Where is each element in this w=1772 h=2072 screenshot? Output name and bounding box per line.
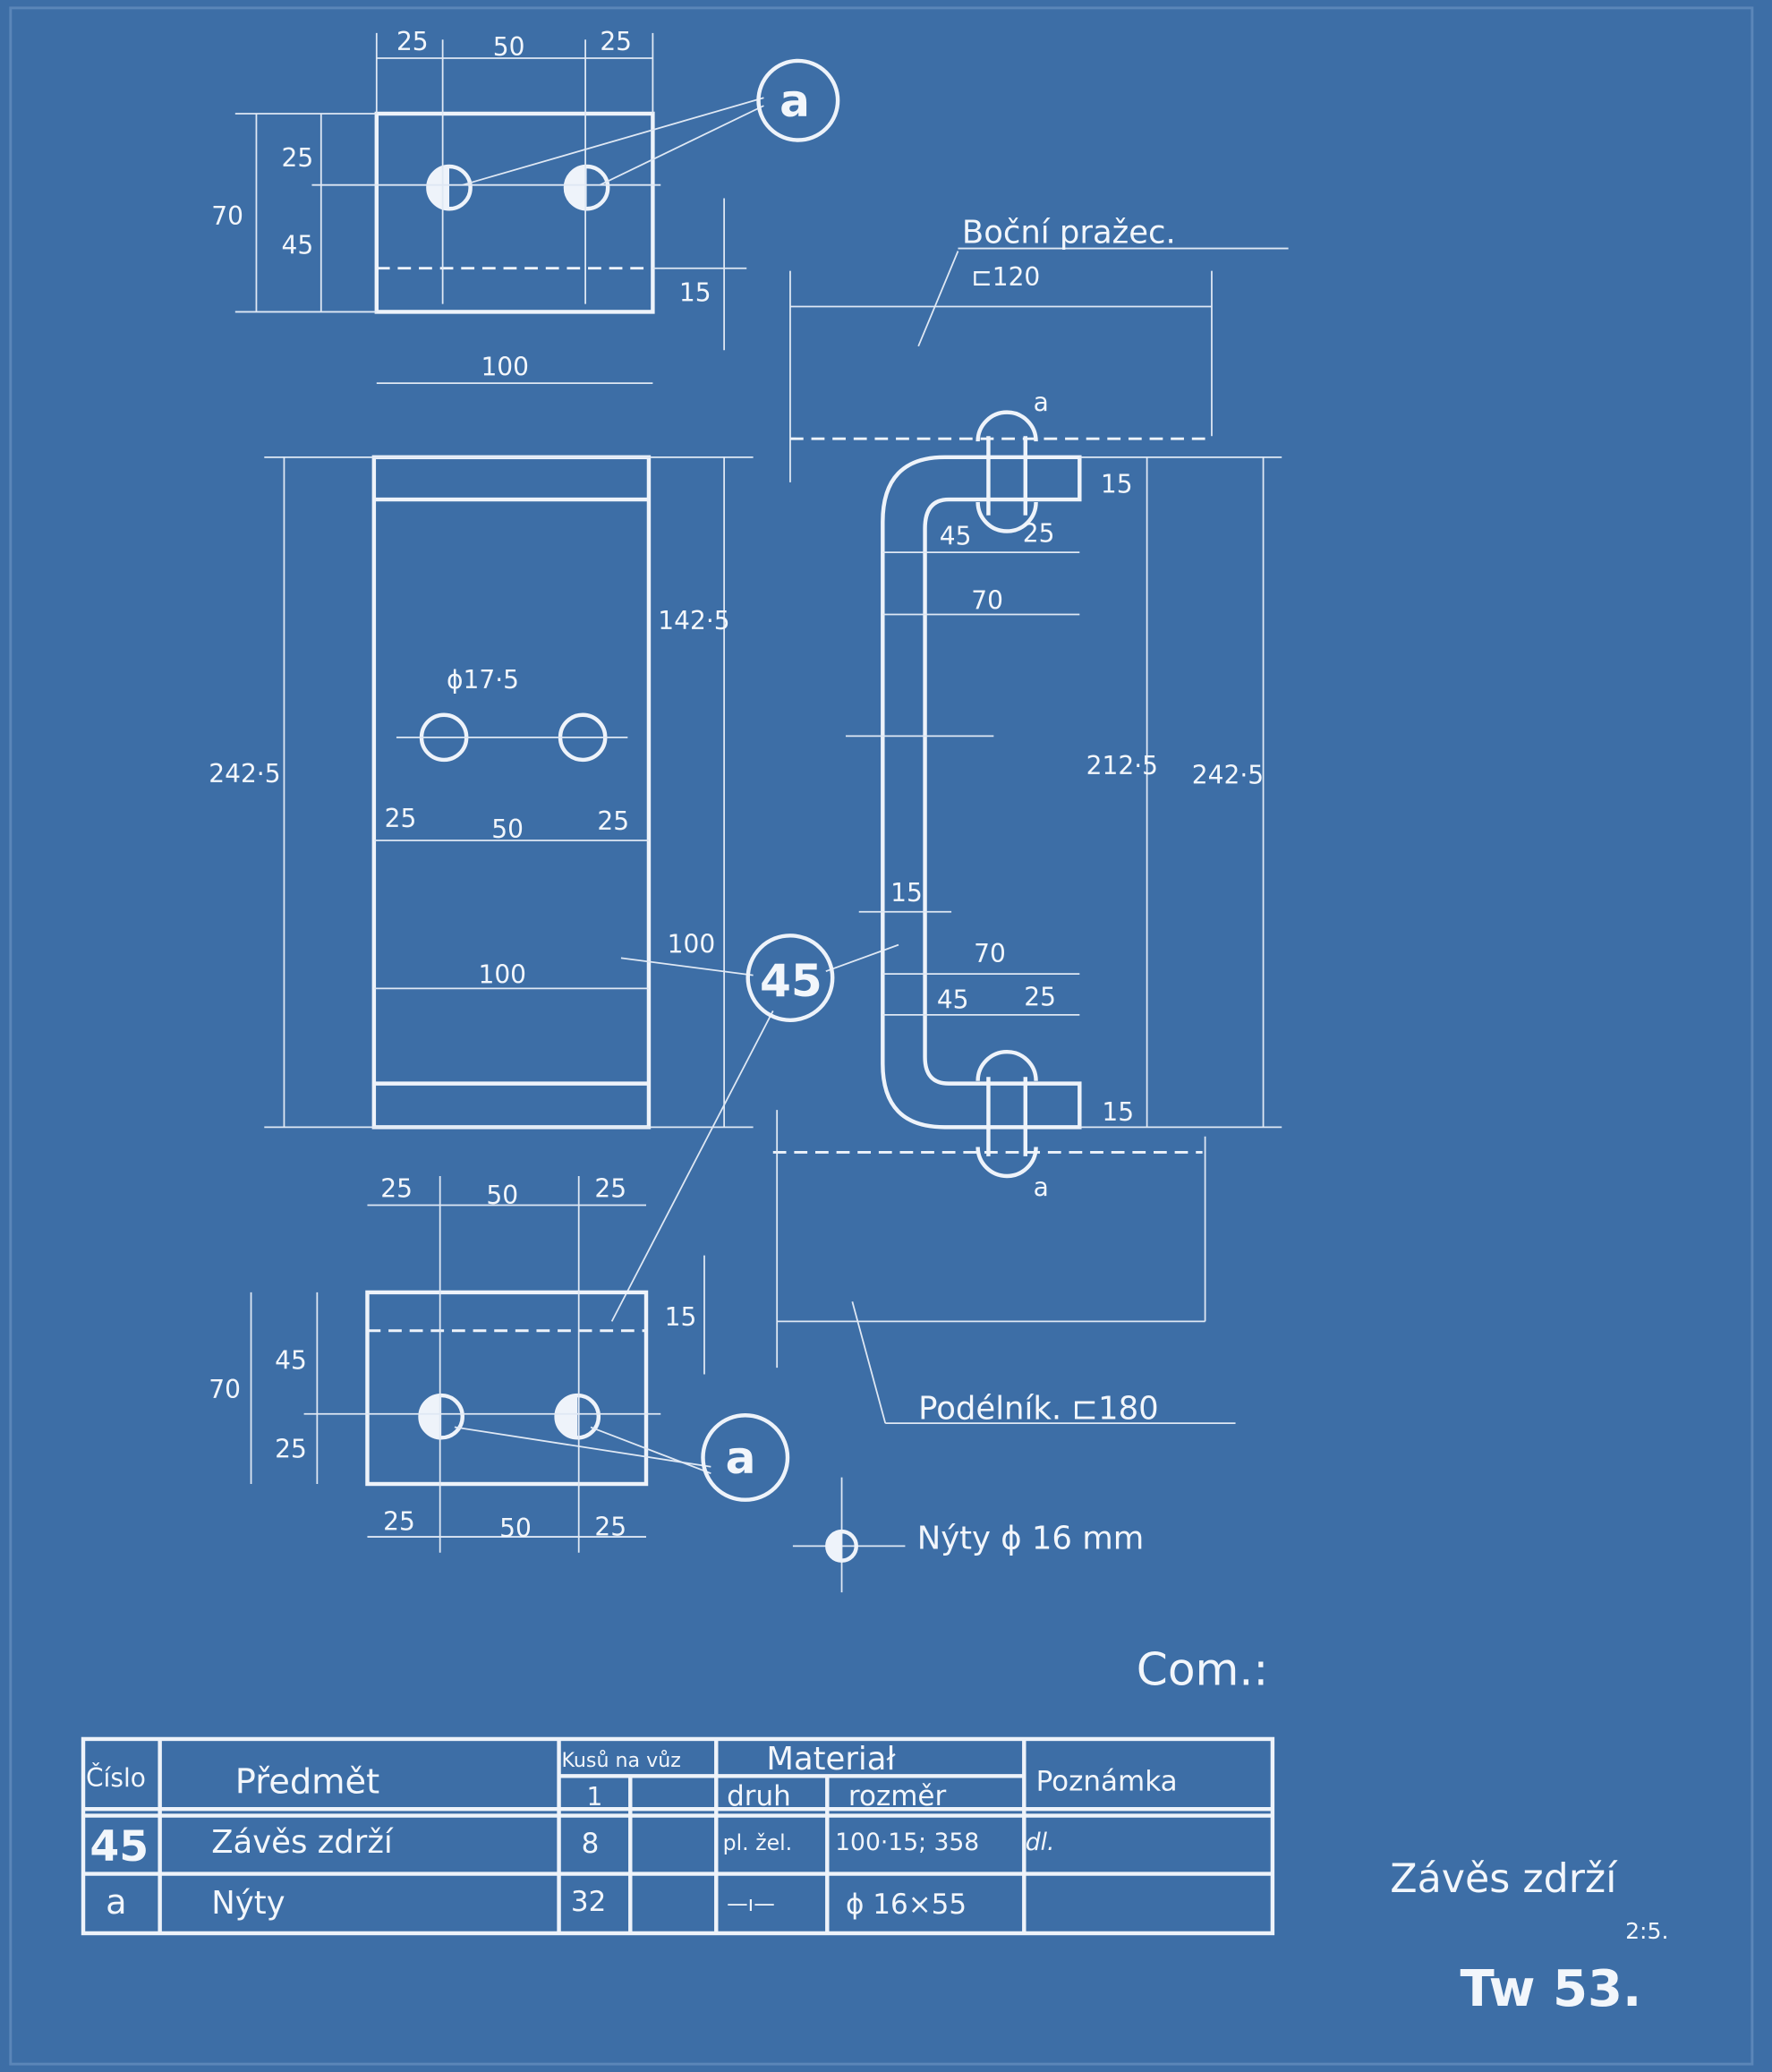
cell-kind: —ı— xyxy=(727,1891,775,1916)
cell-size: ϕ 16×55 xyxy=(846,1889,967,1921)
dim-label: 50 xyxy=(486,1181,518,1210)
dim-label: 142·5 xyxy=(658,606,729,635)
dim-label: 242·5 xyxy=(209,759,280,789)
cell-size: 100·15; 358 xyxy=(835,1829,979,1856)
header-number: Číslo xyxy=(86,1762,146,1793)
header-qty: Kusů na vůz xyxy=(562,1748,681,1772)
dim-label: 15 xyxy=(679,278,711,308)
header-material: Materiał xyxy=(766,1741,896,1778)
header-item: Předmět xyxy=(235,1761,379,1802)
callout-label: a xyxy=(780,74,810,127)
header-note: Poznámka xyxy=(1036,1766,1178,1798)
parts-table: Číslo Předmět Kusů na vůz 1 Materiał dru… xyxy=(81,1736,1275,1936)
dim-label: 70 xyxy=(971,586,1003,616)
callout-bubble xyxy=(756,58,840,142)
cell-number: 45 xyxy=(89,1822,149,1872)
rivet-head xyxy=(975,1147,1038,1179)
dim-label: 70 xyxy=(211,201,243,231)
dim-label: 25 xyxy=(380,1174,413,1204)
channel-profile xyxy=(881,455,1082,1130)
callout-label: 45 xyxy=(760,954,822,1007)
rivet-label: a xyxy=(1034,1172,1049,1202)
dim-label: 25 xyxy=(275,1434,307,1463)
dim-label: 25 xyxy=(597,806,629,836)
dim-label: 50 xyxy=(499,1513,532,1543)
drawing-scale: 2:5. xyxy=(1625,1918,1668,1944)
dim-label: 25 xyxy=(594,1513,626,1542)
callout-label: a xyxy=(726,1431,756,1484)
dim-label: 45 xyxy=(937,985,969,1014)
dim-label: 50 xyxy=(493,32,525,62)
dim-label: 242·5 xyxy=(1192,761,1264,790)
dim-label: 70 xyxy=(974,939,1006,968)
rivet-label: a xyxy=(1034,388,1049,417)
dim-label: 25 xyxy=(594,1174,626,1204)
dim-label: 45 xyxy=(275,1346,307,1376)
callout-bubble xyxy=(701,1413,790,1502)
header-material-kind: druh xyxy=(727,1780,791,1812)
header-material-size: rozměr xyxy=(848,1780,947,1812)
cell-qty: 8 xyxy=(582,1828,600,1860)
bottom-plate-view: 25 50 25 45 70 25 15 25 50 25 a xyxy=(209,1174,790,1553)
dim-label: 70 xyxy=(209,1375,241,1404)
title-block: Závěs zdrží 2:5. Tw 53. xyxy=(1390,1856,1668,2018)
rivet-head xyxy=(975,410,1038,442)
cell-item: Závěs zdrží xyxy=(211,1824,394,1861)
drawing-title: Závěs zdrží xyxy=(1390,1856,1618,1902)
header-qty-sub: 1 xyxy=(587,1782,603,1812)
dim-label: 25 xyxy=(600,27,632,56)
sheet-border xyxy=(9,6,1754,2066)
dim-label: 25 xyxy=(1023,518,1055,548)
dim-label: 15 xyxy=(890,878,923,908)
side-rail-label: Boční pražec. xyxy=(962,215,1176,252)
dim-label: 45 xyxy=(281,230,313,260)
cell-number: a xyxy=(106,1882,127,1923)
dim-label: 15 xyxy=(1101,470,1133,499)
cell-kind: pl. žel. xyxy=(723,1830,793,1855)
dim-label: 25 xyxy=(1024,983,1056,1012)
dim-label: 45 xyxy=(940,521,972,550)
cell-qty: 32 xyxy=(571,1886,606,1918)
longitudinal-beam-label: Podélník. ⊏180 xyxy=(918,1391,1159,1428)
dim-label: 100 xyxy=(668,929,716,959)
cell-item: Nýty xyxy=(211,1885,285,1922)
dim-label: 100 xyxy=(478,959,526,989)
dim-label: ϕ17·5 xyxy=(447,665,519,695)
dim-label: 212·5 xyxy=(1086,751,1158,780)
dim-label: 15 xyxy=(665,1302,697,1332)
top-plate-view: 25 50 25 70 25 45 15 100 a xyxy=(211,27,840,385)
dim-label: 25 xyxy=(281,143,313,173)
comment-label: Com.: xyxy=(1137,1642,1269,1695)
dim-label: 50 xyxy=(491,814,524,844)
dim-label: 100 xyxy=(481,352,529,381)
bottom-plate-outline xyxy=(365,1290,649,1487)
dim-label: 15 xyxy=(1102,1097,1134,1127)
cell-note: dl. xyxy=(1026,1829,1055,1856)
callout-bubble xyxy=(745,934,835,1022)
front-view: ϕ17·5 242·5 142·5 25 50 25 100 100 45 xyxy=(209,455,899,1322)
dim-label: 25 xyxy=(383,1507,415,1537)
side-view: Boční pražec. ⊏120 Podélník. ⊏180 a a 15… xyxy=(772,215,1289,1428)
dim-label: 25 xyxy=(385,804,417,833)
rivet-legend-label: Nýty ϕ 16 mm xyxy=(917,1520,1145,1556)
rivet-legend: Nýty ϕ 16 mm xyxy=(792,1477,1145,1593)
top-plate-outline xyxy=(374,111,655,314)
profile-label: ⊏120 xyxy=(971,262,1040,292)
drawing-number: Tw 53. xyxy=(1461,1960,1642,2018)
dim-label: 25 xyxy=(396,27,429,56)
